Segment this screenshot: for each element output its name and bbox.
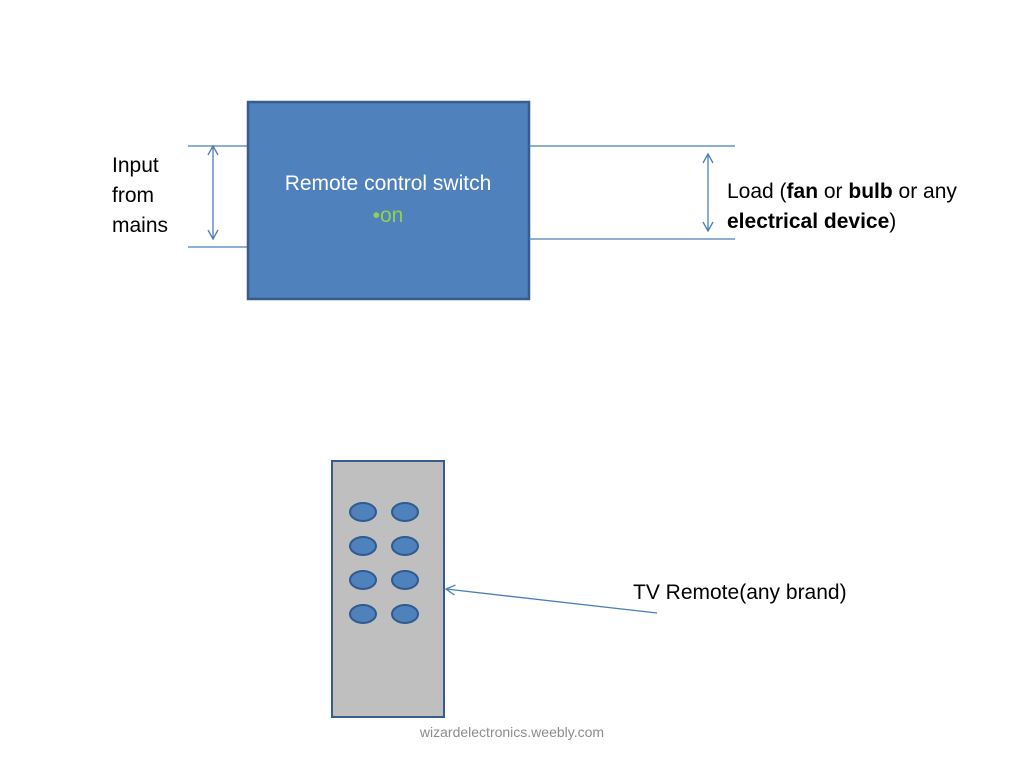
remote-control-switch-box bbox=[246, 100, 531, 301]
load-prefix: Load ( bbox=[727, 180, 787, 203]
input-from-mains-label: Input from mains bbox=[112, 151, 192, 241]
remote-button bbox=[391, 502, 419, 522]
switch-state-item: •on bbox=[248, 204, 528, 228]
load-suffix: ) bbox=[889, 210, 897, 233]
load-fan: fan bbox=[786, 180, 819, 203]
footer-credit: wizardelectronics.weebly.com bbox=[419, 724, 605, 740]
tv-remote-buttons bbox=[349, 502, 419, 624]
load-bulb: bulb bbox=[848, 180, 893, 203]
remote-button bbox=[349, 604, 377, 624]
load-electrical-device: electrical device bbox=[727, 210, 890, 233]
input-label-line-1: Input bbox=[112, 154, 159, 177]
remote-button bbox=[391, 536, 419, 556]
load-label: Load (fan or bulb or any electrical devi… bbox=[727, 177, 1017, 237]
remote-button bbox=[349, 536, 377, 556]
load-or-1: or bbox=[818, 180, 849, 203]
tv-remote-body bbox=[331, 460, 445, 718]
remote-button bbox=[349, 570, 377, 590]
remote-button bbox=[391, 570, 419, 590]
remote-button bbox=[349, 502, 377, 522]
tv-remote-label: TV Remote(any brand) bbox=[633, 581, 847, 604]
switch-state-bullet: • bbox=[372, 204, 380, 227]
switch-title: Remote control switch bbox=[284, 172, 492, 195]
input-label-line-2: from bbox=[112, 184, 154, 207]
switch-state-text: on bbox=[380, 204, 404, 227]
load-or-2: or any bbox=[892, 180, 957, 203]
input-label-line-3: mains bbox=[112, 214, 169, 237]
remote-button bbox=[391, 604, 419, 624]
tv-remote-pointer-arrow bbox=[444, 584, 658, 614]
